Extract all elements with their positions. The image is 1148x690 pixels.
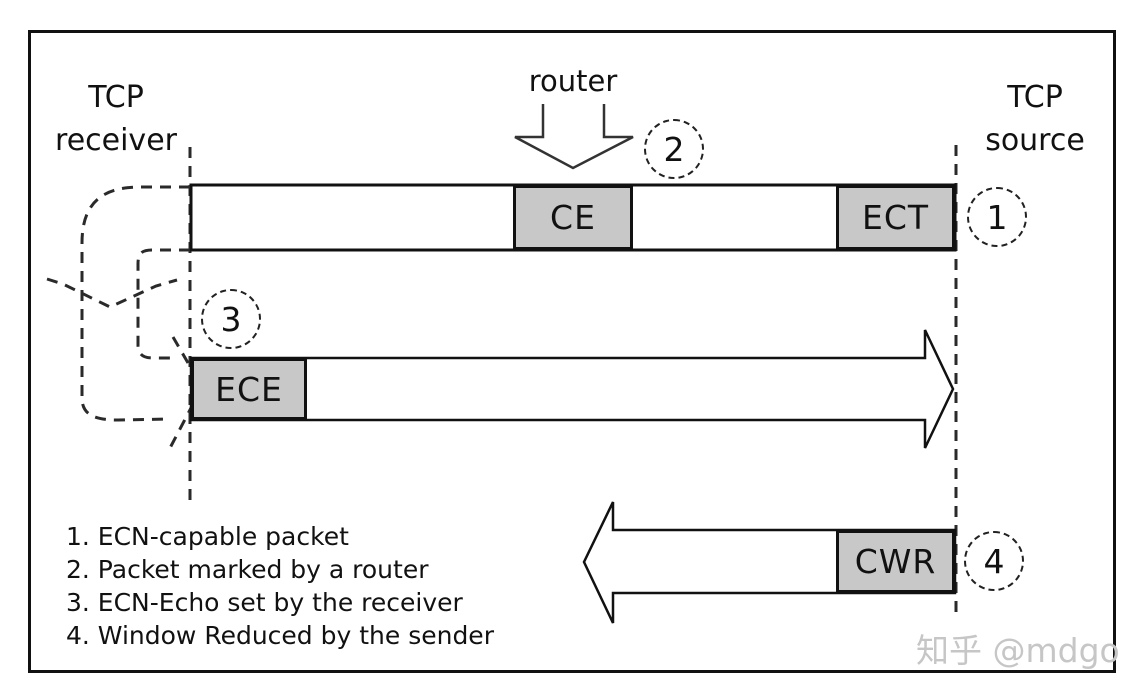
legend-item-4: 4. Window Reduced by the sender: [66, 621, 494, 650]
legend-item-1: 1. ECN-capable packet: [66, 522, 349, 551]
tcp-receiver-label: TCP receiver: [36, 76, 196, 162]
ce-flag-box: CE: [513, 185, 633, 250]
legend-item-3: 3. ECN-Echo set by the receiver: [66, 588, 463, 617]
router-arrow-icon: [514, 104, 634, 170]
step-marker-1: 1: [967, 187, 1027, 247]
tcp-source-label: TCP source: [955, 76, 1115, 162]
step-marker-2: 2: [644, 119, 704, 179]
ect-flag-box: ECT: [836, 185, 955, 250]
watermark: 知乎 @mdgo: [916, 631, 1120, 670]
tcp-source-label-line2: source: [985, 123, 1085, 158]
tcp-receiver-label-line2: receiver: [55, 123, 177, 158]
uturn-arrow-inner: [136, 248, 190, 360]
ece-arrow-shape: [189, 329, 955, 449]
step-marker-4: 4: [964, 531, 1024, 591]
step-marker-3: 3: [201, 289, 261, 349]
ece-flag-box: ECE: [191, 358, 307, 420]
router-label: router: [528, 64, 618, 98]
uturn-arrow-outer: [80, 185, 190, 422]
cwr-flag-box: CWR: [836, 530, 955, 593]
tcp-receiver-label-line1: TCP: [88, 80, 144, 115]
legend: 1. ECN-capable packet 2. Packet marked b…: [66, 520, 494, 652]
legend-item-2: 2. Packet marked by a router: [66, 555, 429, 584]
uturn-arrowhead-down-icon: [46, 277, 178, 309]
tcp-source-label-line1: TCP: [1007, 80, 1063, 115]
